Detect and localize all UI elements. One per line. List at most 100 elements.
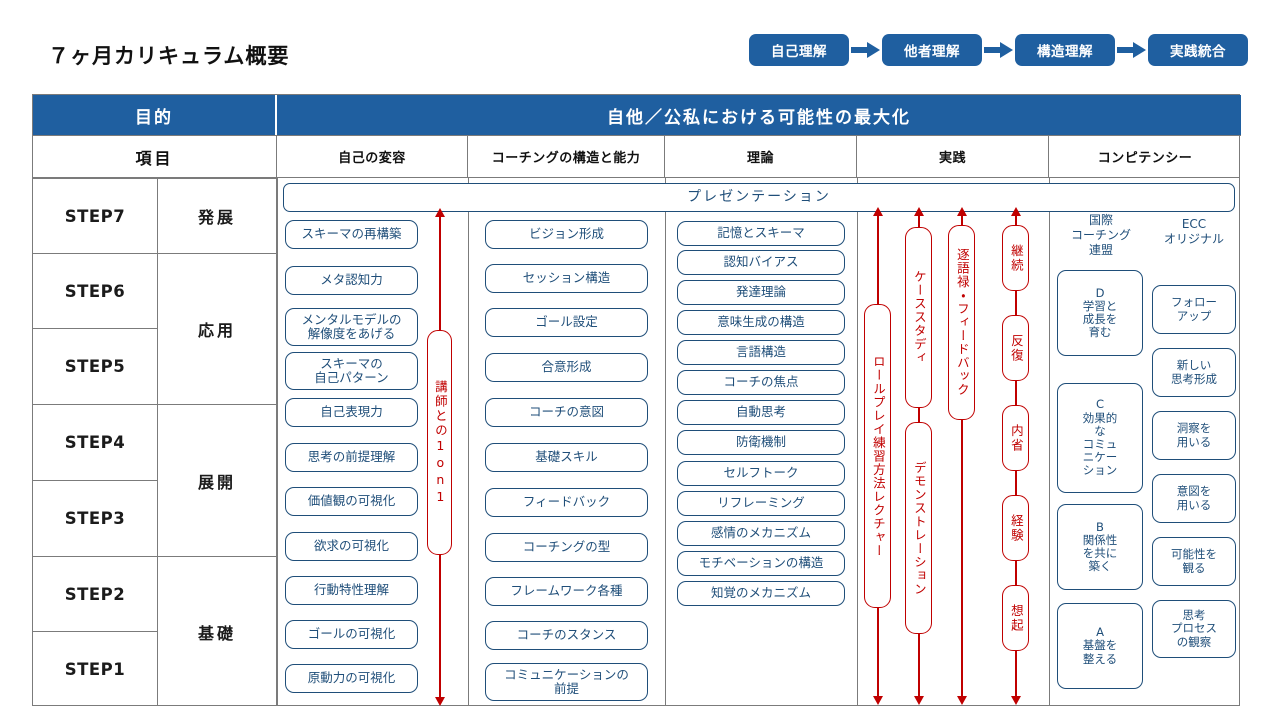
pill-self-5[interactable]: 自己表現力 — [285, 398, 418, 427]
column-divider — [1049, 177, 1050, 705]
column-divider — [277, 177, 278, 705]
practice-axis-line — [918, 215, 920, 227]
right-arrow-icon — [982, 34, 1015, 66]
pill-self-2[interactable]: メタ認知力 — [285, 266, 418, 295]
pill-coach-7[interactable]: フィードバック — [485, 488, 648, 517]
icf-heading: 国際コーチング連盟 — [1070, 213, 1131, 257]
step-row-step4: STEP4 — [33, 404, 158, 480]
pill-theory-12[interactable]: モチベーションの構造 — [677, 551, 845, 576]
pill-self-3[interactable]: メンタルモデルの解像度をあげる — [285, 308, 418, 346]
pill-self-9[interactable]: 行動特性理解 — [285, 576, 418, 605]
pill-self-6[interactable]: 思考の前提理解 — [285, 443, 418, 472]
curriculum-table: 目的 自他／公私における可能性の最大化 項目 自己の変容 コーチングの構造と能力… — [32, 94, 1241, 706]
pill-theory-10[interactable]: リフレーミング — [677, 491, 845, 516]
pill-practice-transcript-feedback[interactable]: 逐語禄・フィードバック — [948, 225, 975, 420]
pill-coach-11[interactable]: コミュニケーションの前提 — [485, 663, 648, 701]
pill-practice-case-study[interactable]: ケーススタディ — [905, 227, 932, 408]
pill-ecc-3[interactable]: 洞察を用いる — [1152, 411, 1236, 460]
flow-step-structure-understanding[interactable]: 構造理解 — [1015, 34, 1115, 66]
down-arrow-icon — [873, 696, 883, 705]
pill-coach-10[interactable]: コーチのスタンス — [485, 621, 648, 650]
header-purpose: 目的 — [33, 95, 277, 135]
step-row-step1: STEP1 — [33, 631, 158, 706]
process-flow: 自己理解 他者理解 構造理解 実践統合 — [749, 34, 1248, 66]
practice-axis-line — [877, 608, 879, 697]
pill-self-10[interactable]: ゴールの可視化 — [285, 620, 418, 649]
pill-coach-8[interactable]: コーチングの型 — [485, 533, 648, 562]
pill-self-8[interactable]: 欲求の可視化 — [285, 532, 418, 561]
pill-theory-11[interactable]: 感情のメカニズム — [677, 521, 845, 546]
pill-practice-reflection[interactable]: 内省 — [1002, 405, 1029, 471]
practice-axis-line — [877, 215, 879, 304]
pill-self-1[interactable]: スキーマの再構築 — [285, 220, 418, 249]
pill-theory-3[interactable]: 発達理論 — [677, 280, 845, 305]
practice-axis-line — [1015, 561, 1017, 585]
pill-practice-roleplay[interactable]: ロールプレイ練習方法レクチャー — [864, 304, 891, 608]
phase-foundation: 基礎 — [158, 556, 277, 706]
pill-self-4[interactable]: スキーマの自己パターン — [285, 352, 418, 390]
pill-theory-8[interactable]: 防衛機制 — [677, 430, 845, 455]
right-arrow-icon — [1115, 34, 1148, 66]
step-row-step2: STEP2 — [33, 556, 158, 631]
pill-coach-6[interactable]: 基礎スキル — [485, 443, 648, 472]
pill-theory-13[interactable]: 知覚のメカニズム — [677, 581, 845, 606]
header-col-competency: コンピテンシー — [1049, 135, 1241, 177]
pill-ecc-2[interactable]: 新しい思考形成 — [1152, 348, 1236, 397]
pill-theory-4[interactable]: 意味生成の構造 — [677, 310, 845, 335]
pill-instructor-1on1[interactable]: 講師との1on1 — [427, 330, 452, 555]
header-col-coaching-structure: コーチングの構造と能力 — [468, 135, 665, 177]
flow-step-practice-integration[interactable]: 実践統合 — [1148, 34, 1248, 66]
right-arrow-icon — [849, 34, 882, 66]
flow-step-self-understanding[interactable]: 自己理解 — [749, 34, 849, 66]
up-arrow-icon — [957, 207, 967, 216]
pill-theory-9[interactable]: セルフトーク — [677, 461, 845, 486]
pill-theory-5[interactable]: 言語構造 — [677, 340, 845, 365]
header-item: 項目 — [33, 135, 277, 177]
pill-coach-1[interactable]: ビジョン形成 — [485, 220, 648, 249]
down-arrow-icon — [1011, 696, 1021, 705]
practice-axis-line — [918, 634, 920, 697]
header-col-self-transformation: 自己の変容 — [277, 135, 468, 177]
step-row-step3: STEP3 — [33, 480, 158, 556]
pill-coach-2[interactable]: セッション構造 — [485, 264, 648, 293]
body-top-divider — [33, 177, 1239, 178]
pill-practice-continuation[interactable]: 継続 — [1002, 225, 1029, 291]
header-col-practice: 実践 — [857, 135, 1049, 177]
flow-step-other-understanding[interactable]: 他者理解 — [882, 34, 982, 66]
pill-self-7[interactable]: 価値観の可視化 — [285, 487, 418, 516]
pill-theory-2[interactable]: 認知バイアス — [677, 250, 845, 275]
step-row-step5: STEP5 — [33, 328, 158, 404]
down-arrow-icon — [957, 696, 967, 705]
up-arrow-icon — [914, 207, 924, 216]
practice-axis-line — [1015, 291, 1017, 315]
pill-theory-1[interactable]: 記憶とスキーマ — [677, 221, 845, 246]
presentation-bar[interactable]: プレゼンテーション — [283, 183, 1235, 212]
pill-coach-9[interactable]: フレームワーク各種 — [485, 577, 648, 606]
pill-coach-4[interactable]: 合意形成 — [485, 353, 648, 382]
practice-axis-line — [1015, 471, 1017, 495]
pill-ecc-6[interactable]: 思考プロセスの観察 — [1152, 600, 1236, 658]
header-purpose-statement: 自他／公私における可能性の最大化 — [277, 95, 1241, 135]
pill-self-11[interactable]: 原動力の可視化 — [285, 664, 418, 693]
pill-practice-experience[interactable]: 経験 — [1002, 495, 1029, 561]
pill-theory-7[interactable]: 自動思考 — [677, 400, 845, 425]
practice-axis-line — [1015, 651, 1017, 697]
pill-coach-3[interactable]: ゴール設定 — [485, 308, 648, 337]
column-divider — [857, 177, 858, 705]
pill-ecc-1[interactable]: フォローアップ — [1152, 285, 1236, 334]
pill-coach-5[interactable]: コーチの意図 — [485, 398, 648, 427]
down-arrow-icon — [435, 697, 445, 706]
pill-ecc-4[interactable]: 意図を用いる — [1152, 474, 1236, 523]
pill-practice-repetition[interactable]: 反復 — [1002, 315, 1029, 381]
pill-practice-recall[interactable]: 想起 — [1002, 585, 1029, 651]
instructor-axis-line — [439, 555, 441, 698]
pill-theory-6[interactable]: コーチの焦点 — [677, 370, 845, 395]
header-col-theory: 理論 — [665, 135, 857, 177]
pill-ecc-5[interactable]: 可能性を観る — [1152, 537, 1236, 586]
pill-practice-demonstration[interactable]: デモンストレーション — [905, 422, 932, 634]
